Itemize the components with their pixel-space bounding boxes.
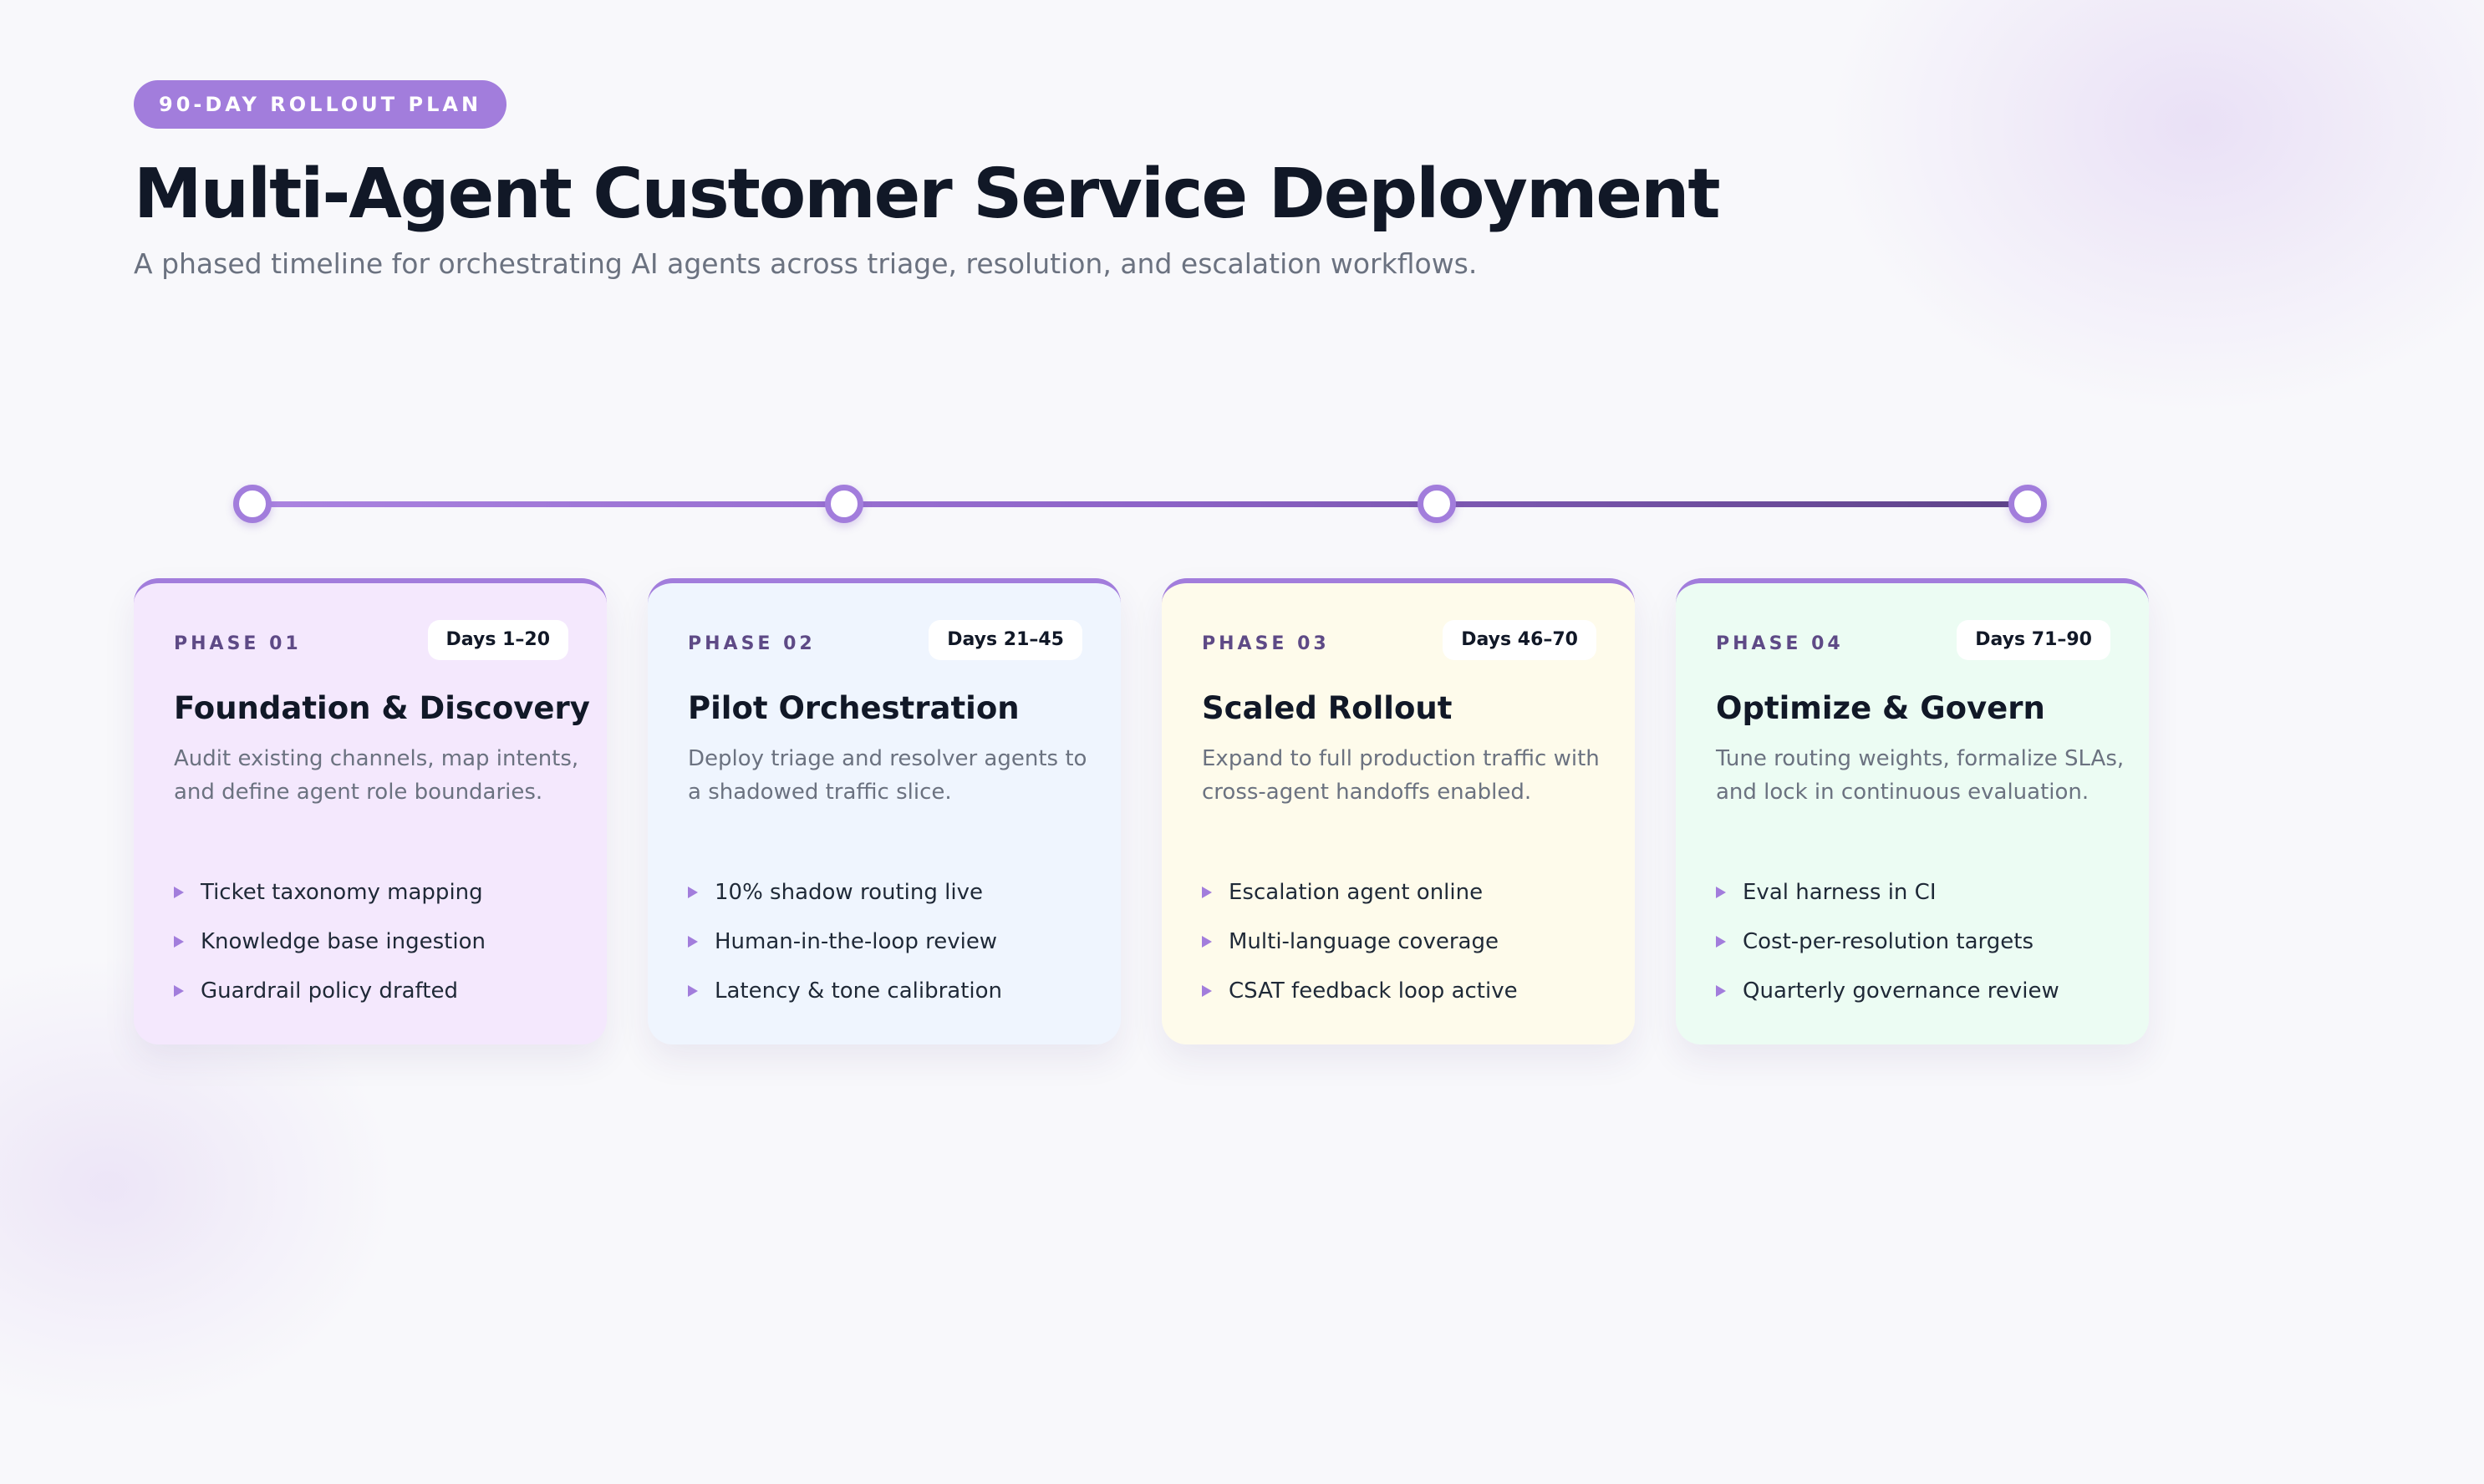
page-title: Multi-Agent Customer Service Deployment [134, 155, 1721, 234]
phase-label: PHASE 04 [1716, 633, 1844, 654]
phase-label: PHASE 02 [688, 633, 816, 654]
triangle-right-icon [688, 935, 698, 948]
phase-card-3: PHASE 03 Days 46–70 Scaled Rollout Expan… [1162, 578, 1635, 1044]
milestone-item: Knowledge base ingestion [174, 917, 592, 966]
phase-description: Expand to full production traffic with c… [1202, 746, 1600, 805]
milestone-item: Human-in-the-loop review [688, 917, 1106, 966]
phase-description: Audit existing channels, map intents, an… [174, 746, 579, 805]
page-subtitle: A phased timeline for orchestrating AI a… [134, 247, 1478, 280]
timeline-node-phase-3 [1418, 485, 1456, 523]
milestone-list: Eval harness in CI Cost-per-resolution t… [1716, 867, 2134, 1015]
phase-label: PHASE 03 [1202, 633, 1330, 654]
background-glow-top-right [1822, 0, 2484, 418]
days-badge: Days 21–45 [929, 620, 1082, 660]
phase-description: Deploy triage and resolver agents to a s… [688, 746, 1087, 805]
timeline-node-phase-1 [233, 485, 272, 523]
milestone-list: 10% shadow routing live Human-in-the-loo… [688, 867, 1106, 1015]
milestone-text: CSAT feedback loop active [1229, 978, 1518, 1004]
days-badge: Days 46–70 [1443, 620, 1596, 660]
days-badge: Days 1–20 [427, 620, 568, 660]
milestone-item: Escalation agent online [1202, 867, 1620, 917]
milestone-item: Latency & tone calibration [688, 966, 1106, 1015]
milestone-item: 10% shadow routing live [688, 867, 1106, 917]
milestone-text: Cost-per-resolution targets [1743, 928, 2034, 954]
phase-card-2: PHASE 02 Days 21–45 Pilot Orchestration … [648, 578, 1121, 1044]
timeline-node-phase-2 [825, 485, 863, 523]
milestone-text: Ticket taxonomy mapping [201, 879, 483, 905]
milestone-item: Ticket taxonomy mapping [174, 867, 592, 917]
phase-card-4: PHASE 04 Days 71–90 Optimize & Govern Tu… [1676, 578, 2149, 1044]
milestone-text: Multi-language coverage [1229, 928, 1499, 954]
milestone-item: Multi-language coverage [1202, 917, 1620, 966]
milestone-text: Guardrail policy drafted [201, 978, 458, 1004]
milestone-list: Ticket taxonomy mapping Knowledge base i… [174, 867, 592, 1015]
milestone-item: Quarterly governance review [1716, 966, 2134, 1015]
triangle-right-icon [174, 886, 184, 898]
phase-title: Scaled Rollout [1202, 690, 1453, 726]
milestone-item: Eval harness in CI [1716, 867, 2134, 917]
milestone-text: Eval harness in CI [1743, 879, 1937, 905]
phase-title: Optimize & Govern [1716, 690, 2045, 726]
milestone-item: Cost-per-resolution targets [1716, 917, 2134, 966]
milestone-text: Quarterly governance review [1743, 978, 2059, 1004]
phase-title: Pilot Orchestration [688, 690, 1020, 726]
milestone-item: Guardrail policy drafted [174, 966, 592, 1015]
milestone-text: Human-in-the-loop review [715, 928, 998, 954]
phase-description: Tune routing weights, formalize SLAs, an… [1716, 746, 2125, 805]
milestone-text: Latency & tone calibration [715, 978, 1003, 1004]
triangle-right-icon [1202, 935, 1212, 948]
timeline-node-phase-4 [2008, 485, 2047, 523]
triangle-right-icon [688, 984, 698, 997]
triangle-right-icon [1716, 935, 1726, 948]
phase-title: Foundation & Discovery [174, 690, 590, 726]
phase-card-1: PHASE 01 Days 1–20 Foundation & Discover… [134, 578, 607, 1044]
triangle-right-icon [1716, 984, 1726, 997]
milestone-text: Knowledge base ingestion [201, 928, 486, 954]
triangle-right-icon [174, 984, 184, 997]
milestone-text: 10% shadow routing live [715, 879, 983, 905]
triangle-right-icon [1202, 886, 1212, 898]
phase-label: PHASE 01 [174, 633, 302, 654]
days-badge: Days 71–90 [1957, 620, 2110, 660]
triangle-right-icon [174, 935, 184, 948]
timeline-line [252, 501, 2028, 507]
milestone-text: Escalation agent online [1229, 879, 1484, 905]
rollout-badge: 90-DAY ROLLOUT PLAN [134, 80, 507, 129]
triangle-right-icon [1202, 984, 1212, 997]
milestone-list: Escalation agent online Multi-language c… [1202, 867, 1620, 1015]
milestone-item: CSAT feedback loop active [1202, 966, 1620, 1015]
triangle-right-icon [688, 886, 698, 898]
triangle-right-icon [1716, 886, 1726, 898]
